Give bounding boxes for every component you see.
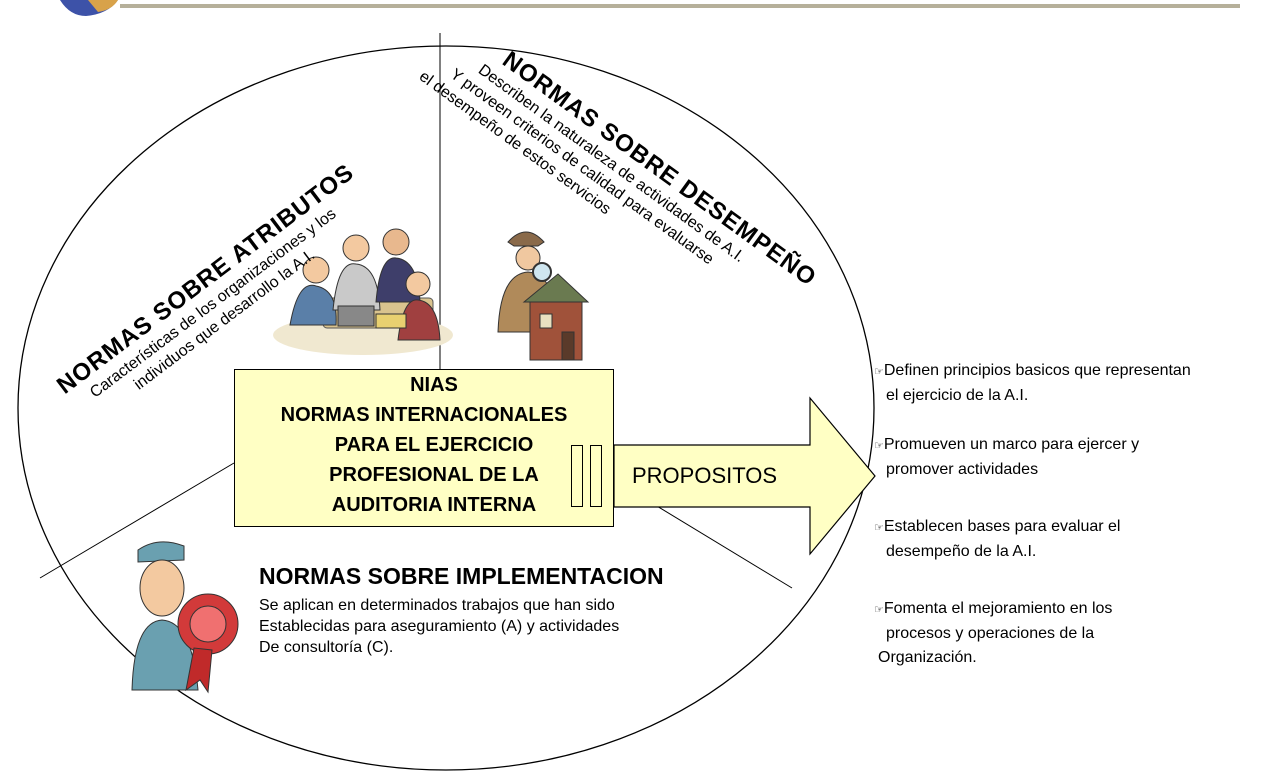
pointing-hand-icon: ☞ [874,366,884,378]
purpose-3-line-2: desempeño de la A.I. [886,543,1037,560]
nias-box: NIAS NORMAS INTERNACIONALES PARA EL EJER… [234,369,614,527]
purpose-1-line-2: el ejercicio de la A.I. [886,387,1029,404]
nias-line-3: PARA EL EJERCICIO [334,434,534,456]
implementacion-body-1: Se aplican en determinados trabajos que … [259,597,615,614]
purpose-3-line-1: Establecen bases para evaluar el [883,518,1121,535]
purpose-4-line-1: Fomenta el mejoramiento en los [883,600,1113,617]
purpose-item-3: ☞Establecen bases para evaluar el desemp… [874,515,1120,564]
purpose-item-1: ☞Definen principios basicos que represen… [874,359,1191,408]
nias-line-2: NORMAS INTERNACIONALES [280,404,568,426]
implementacion-body-3: De consultoría (C). [259,639,394,656]
pillar-left [571,445,583,507]
pillar-right [590,445,602,507]
award-ribbon-clipart-icon [131,541,239,694]
purpose-item-4: ☞Fomenta el mejoramiento en los procesos… [874,597,1112,670]
purpose-2-line-2: promover actividades [886,461,1039,478]
divider-left [39,462,235,579]
implementacion-title: NORMAS SOBRE IMPLEMENTACION [259,563,664,589]
team-meeting-clipart-icon [273,228,453,355]
implementacion-body-2: Establecidas para aseguramiento (A) y ac… [259,618,620,635]
purpose-4-line-2: procesos y operaciones de la [886,625,1095,642]
detective-house-clipart-icon [497,231,590,361]
propositos-arrow [613,396,876,556]
nias-line-5: AUDITORIA INTERNA [331,494,537,516]
nias-title: NIAS [410,374,458,396]
purpose-4-line-3: Organización. [878,649,977,666]
implementacion-block: NORMAS SOBRE IMPLEMENTACION Se aplican e… [259,563,664,658]
propositos-label: PROPOSITOS [632,463,778,488]
purpose-1-line-1: Definen principios basicos que represent… [883,362,1191,379]
purpose-item-2: ☞Promueven un marco para ejercer y promo… [874,433,1139,482]
purpose-2-line-1: Promueven un marco para ejercer y [883,436,1140,453]
nias-line-4: PROFESIONAL DE LA [329,464,539,486]
pointing-hand-icon: ☞ [874,522,884,534]
logo-icon [60,0,118,16]
pointing-hand-icon: ☞ [874,440,884,452]
pointing-hand-icon: ☞ [874,604,884,616]
